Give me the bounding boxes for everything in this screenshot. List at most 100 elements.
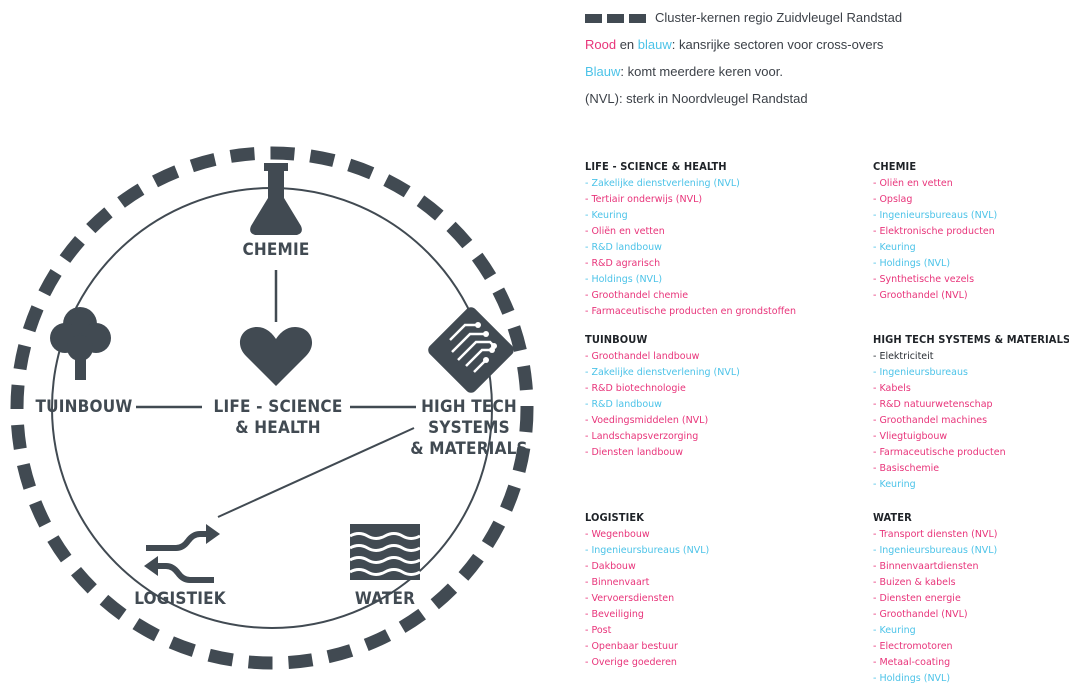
cluster-water: WATER - Transport diensten (NVL) - Ingenie… <box>873 511 1069 687</box>
cluster-item: - Ingenieursbureaus (NVL) <box>873 545 998 556</box>
legend-blauw-word: Blauw <box>585 64 621 79</box>
legend-dashes-label: Cluster-kernen regio Zuidvleugel Randsta… <box>655 10 903 25</box>
legend-dash-icon <box>607 14 624 24</box>
cluster-item: - Holdings (NVL) <box>585 274 663 285</box>
node-center-line1: LIFE - SCIENCE <box>213 397 343 417</box>
cluster-item: - Binnenvaartdiensten <box>873 561 979 572</box>
legend-dash-icon <box>585 14 602 24</box>
cluster-life-science-health: LIFE - SCIENCE & HEALTH - Zakelijke diens… <box>585 160 796 320</box>
legend-line-2: Rood en blauw: kansrijke sectoren voor c… <box>585 37 883 52</box>
node-hightech-line1: HIGH TECH <box>421 397 517 417</box>
cluster-item: - Elektronische producten <box>873 226 995 237</box>
cluster-item: - Dakbouw <box>585 561 636 572</box>
node-hightech-line3: & MATERIALS <box>410 439 528 459</box>
node-tuinbouw: TUINBOUW <box>35 397 133 417</box>
cluster-item: - R&D natuurwetenschap <box>873 399 993 410</box>
legend-line-4: (NVL): sterk in Noordvleugel Randstad <box>585 91 808 106</box>
legend-en-word: en <box>616 37 638 52</box>
dashed-outer-circle <box>10 146 534 670</box>
legend-dash-icon <box>629 14 646 24</box>
cluster-item: - Landschapsverzorging <box>585 431 699 442</box>
cluster-item: - Kabels <box>873 383 911 394</box>
cluster-item: - R&D landbouw <box>585 399 662 410</box>
cluster-item: - Wegenbouw <box>585 529 650 540</box>
cluster-item: - Keuring <box>873 479 916 490</box>
node-logistiek: LOGISTIEK <box>134 589 226 609</box>
legend-line3-rest: : komt meerdere keren voor. <box>620 64 783 79</box>
cluster-title: WATER <box>873 511 912 524</box>
cluster-item: - R&D biotechnologie <box>585 383 686 394</box>
cluster-item: - Oliën en vetten <box>585 226 665 237</box>
cluster-item: - Zakelijke dienstverlening (NVL) <box>585 178 740 189</box>
cluster-item: - Electromotoren <box>873 641 953 652</box>
arrows-icon <box>146 531 214 583</box>
cluster-item: - Transport diensten (NVL) <box>873 529 998 540</box>
flask-icon <box>250 163 302 235</box>
cluster-title: LOGISTIEK <box>585 511 645 524</box>
node-chemie: CHEMIE <box>242 240 310 260</box>
cluster-item: - Farmaceutische producten <box>873 447 1006 458</box>
cluster-item: - R&D agrarisch <box>585 258 661 269</box>
cluster-item: - Keuring <box>873 625 916 636</box>
tree-icon <box>50 307 111 380</box>
cluster-item: - Synthetische vezels <box>873 274 975 285</box>
cluster-item: - Ingenieursbureaus (NVL) <box>585 545 710 556</box>
cluster-item: - Openbaar bestuur <box>585 641 678 652</box>
circuit-icon <box>428 307 514 393</box>
cluster-diagram <box>10 146 534 670</box>
cluster-items: - Oliën en vetten - Opslag - Ingenieursbur… <box>873 176 1069 304</box>
cluster-item: - Groothandel chemie <box>585 290 689 301</box>
cluster-title: HIGH TECH SYSTEMS & MATERIALS <box>873 333 1069 346</box>
cluster-item: - Voedingsmiddelen (NVL) <box>585 415 709 426</box>
cluster-item: - Oliën en vetten <box>873 178 953 189</box>
cluster-item: - Vliegtuigbouw <box>873 431 948 442</box>
cluster-item: - Opslag <box>873 194 913 205</box>
cluster-item: - Groothandel landbouw <box>585 351 700 362</box>
legend-line2-rest: : kansrijke sectoren voor cross-overs <box>671 37 884 52</box>
cluster-item: - Ingenieursbureaus (NVL) <box>873 210 998 221</box>
cluster-item: - Groothandel (NVL) <box>873 609 968 620</box>
cluster-item: - Vervoersdiensten <box>585 593 675 604</box>
cluster-item: - Metaal-coating <box>873 657 951 668</box>
arrow-head-right <box>206 524 220 544</box>
cluster-chemie: CHEMIE - Oliën en vetten - Opslag - Ingenie… <box>873 160 1069 304</box>
cluster-item: - Beveiliging <box>585 609 644 620</box>
cluster-item: - Farmaceutische producten en grondstoff… <box>585 306 796 317</box>
arrow-head-left <box>144 556 158 576</box>
node-life-science-health: LIFE - SCIENCE & HEALTH <box>206 397 350 439</box>
cluster-item: - R&D landbouw <box>585 242 662 253</box>
cluster-title: LIFE - SCIENCE & HEALTH <box>585 160 727 173</box>
cluster-item: - Tertiair onderwijs (NVL) <box>585 194 703 205</box>
node-center-line2: & HEALTH <box>235 418 321 438</box>
legend-line-3: Blauw: komt meerdere keren voor. <box>585 64 783 79</box>
cluster-tuinbouw: TUINBOUW - Groothandel landbouw - Zakelijk… <box>585 333 785 461</box>
cluster-item: - Binnenvaart <box>585 577 650 588</box>
cluster-title: CHEMIE <box>873 160 917 173</box>
legend-line-1: Cluster-kernen regio Zuidvleugel Randsta… <box>585 10 902 25</box>
cluster-item: - Holdings (NVL) <box>873 258 951 269</box>
legend-nvl-note: (NVL): sterk in Noordvleugel Randstad <box>585 91 808 106</box>
cluster-item: - Zakelijke dienstverlening (NVL) <box>585 367 740 378</box>
heart-icon <box>239 327 313 386</box>
waves-icon <box>349 524 421 580</box>
cluster-item: - Diensten energie <box>873 593 961 604</box>
cluster-high-tech: HIGH TECH SYSTEMS & MATERIALS - Elektrici… <box>873 333 1069 493</box>
cluster-item: - Groothandel (NVL) <box>873 290 968 301</box>
node-water: WATER <box>354 589 416 609</box>
cluster-item: - Elektriciteit <box>873 351 934 362</box>
cluster-item: - Keuring <box>585 210 628 221</box>
cluster-item: - Ingenieursbureaus <box>873 367 968 378</box>
cluster-items: - Groothandel landbouw - Zakelijke dienst… <box>585 349 785 461</box>
cluster-items: - Wegenbouw - Ingenieursbureaus (NVL) - Da… <box>585 527 785 671</box>
cluster-title: TUINBOUW <box>585 333 648 346</box>
connector-logistiek-hightech <box>217 427 415 518</box>
cluster-items: - Transport diensten (NVL) - Ingenieursbu… <box>873 527 1069 687</box>
cluster-item: - Groothandel machines <box>873 415 988 426</box>
cluster-items: - Elektriciteit - Ingenieursbureaus - Kabe… <box>873 349 1069 493</box>
node-hightech-line2: SYSTEMS <box>428 418 510 438</box>
cluster-item: - Overige goederen <box>585 657 677 668</box>
legend-blue-word: blauw <box>637 37 672 52</box>
cluster-logistiek: LOGISTIEK - Wegenbouw - Ingenieursbureaus … <box>585 511 785 671</box>
cluster-item: - Post <box>585 625 612 636</box>
cluster-items: - Zakelijke dienstverlening (NVL) - Terti… <box>585 176 796 320</box>
